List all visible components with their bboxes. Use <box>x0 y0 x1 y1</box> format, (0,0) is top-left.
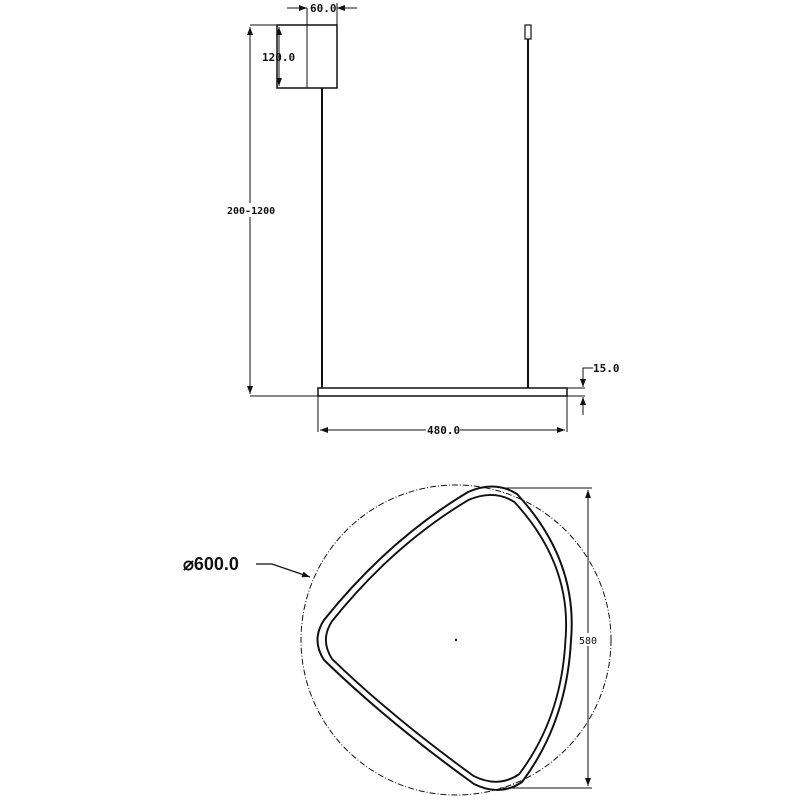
outer-diameter-circle <box>300 484 612 796</box>
right-cable-anchor <box>524 24 532 40</box>
dim-arrow <box>580 367 593 387</box>
ring-thickness-label: 15.0 <box>593 362 620 375</box>
top-view: 580 ⌀600.0 <box>183 484 612 796</box>
suspension-length-label: 200-1200 <box>227 206 275 217</box>
center-point <box>454 638 458 642</box>
canopy-height-label: 120.0 <box>262 51 295 64</box>
side-view: 60.0 120.0 200-1200 15.0 480.0 <box>226 2 620 437</box>
ring-depth-label: 580 <box>579 636 597 647</box>
ring-side-profile <box>317 387 568 397</box>
canopy-width-label: 60.0 <box>310 2 337 15</box>
ring-outer-outline <box>316 485 573 791</box>
outer-diameter-label: ⌀600.0 <box>183 554 239 574</box>
diameter-leader <box>256 563 311 578</box>
ring-width-label: 480.0 <box>427 424 460 437</box>
ring-inner-outline <box>324 493 568 783</box>
